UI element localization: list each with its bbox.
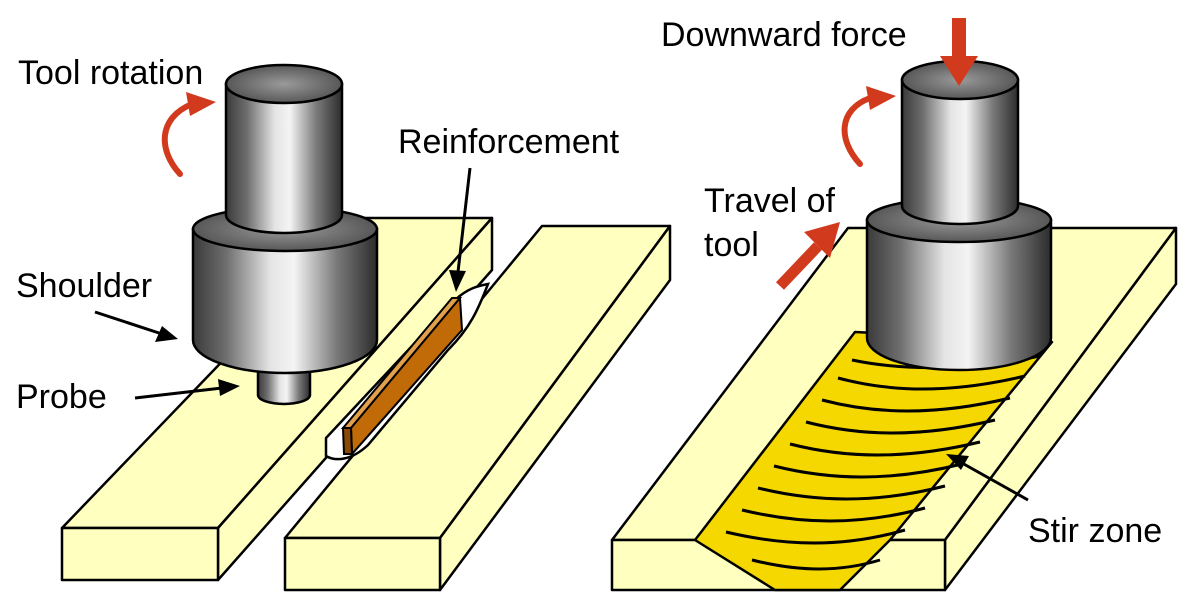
reinforcement-pointer xyxy=(449,167,472,292)
reinforcement-label: Reinforcement xyxy=(398,123,620,161)
shoulder-label: Shoulder xyxy=(16,267,152,305)
travel-arrow xyxy=(776,222,840,290)
reinforcement-strip xyxy=(340,295,464,457)
right-workpiece xyxy=(610,18,1178,592)
stir-zone xyxy=(693,330,1054,592)
downward-force-arrow xyxy=(940,18,978,86)
stir-zone-pointer xyxy=(946,454,1029,502)
right-plate xyxy=(283,224,672,592)
travel-label-line1: Travel of xyxy=(704,182,836,220)
probe-label: Probe xyxy=(16,378,107,416)
stir-zone-label: Stir zone xyxy=(1028,512,1162,550)
probe-pointer xyxy=(134,379,240,400)
travel-label-line2: tool xyxy=(704,226,759,264)
tool-rotation-arrow xyxy=(161,92,216,177)
shoulder-pointer xyxy=(94,310,178,342)
left-workpiece xyxy=(60,63,672,592)
tool-rotation-arrow-right xyxy=(841,86,896,167)
right-tool xyxy=(865,59,1053,372)
tool-rotation-label: Tool rotation xyxy=(18,54,203,92)
left-tool xyxy=(191,63,379,406)
downward-force-label: Downward force xyxy=(661,16,907,54)
